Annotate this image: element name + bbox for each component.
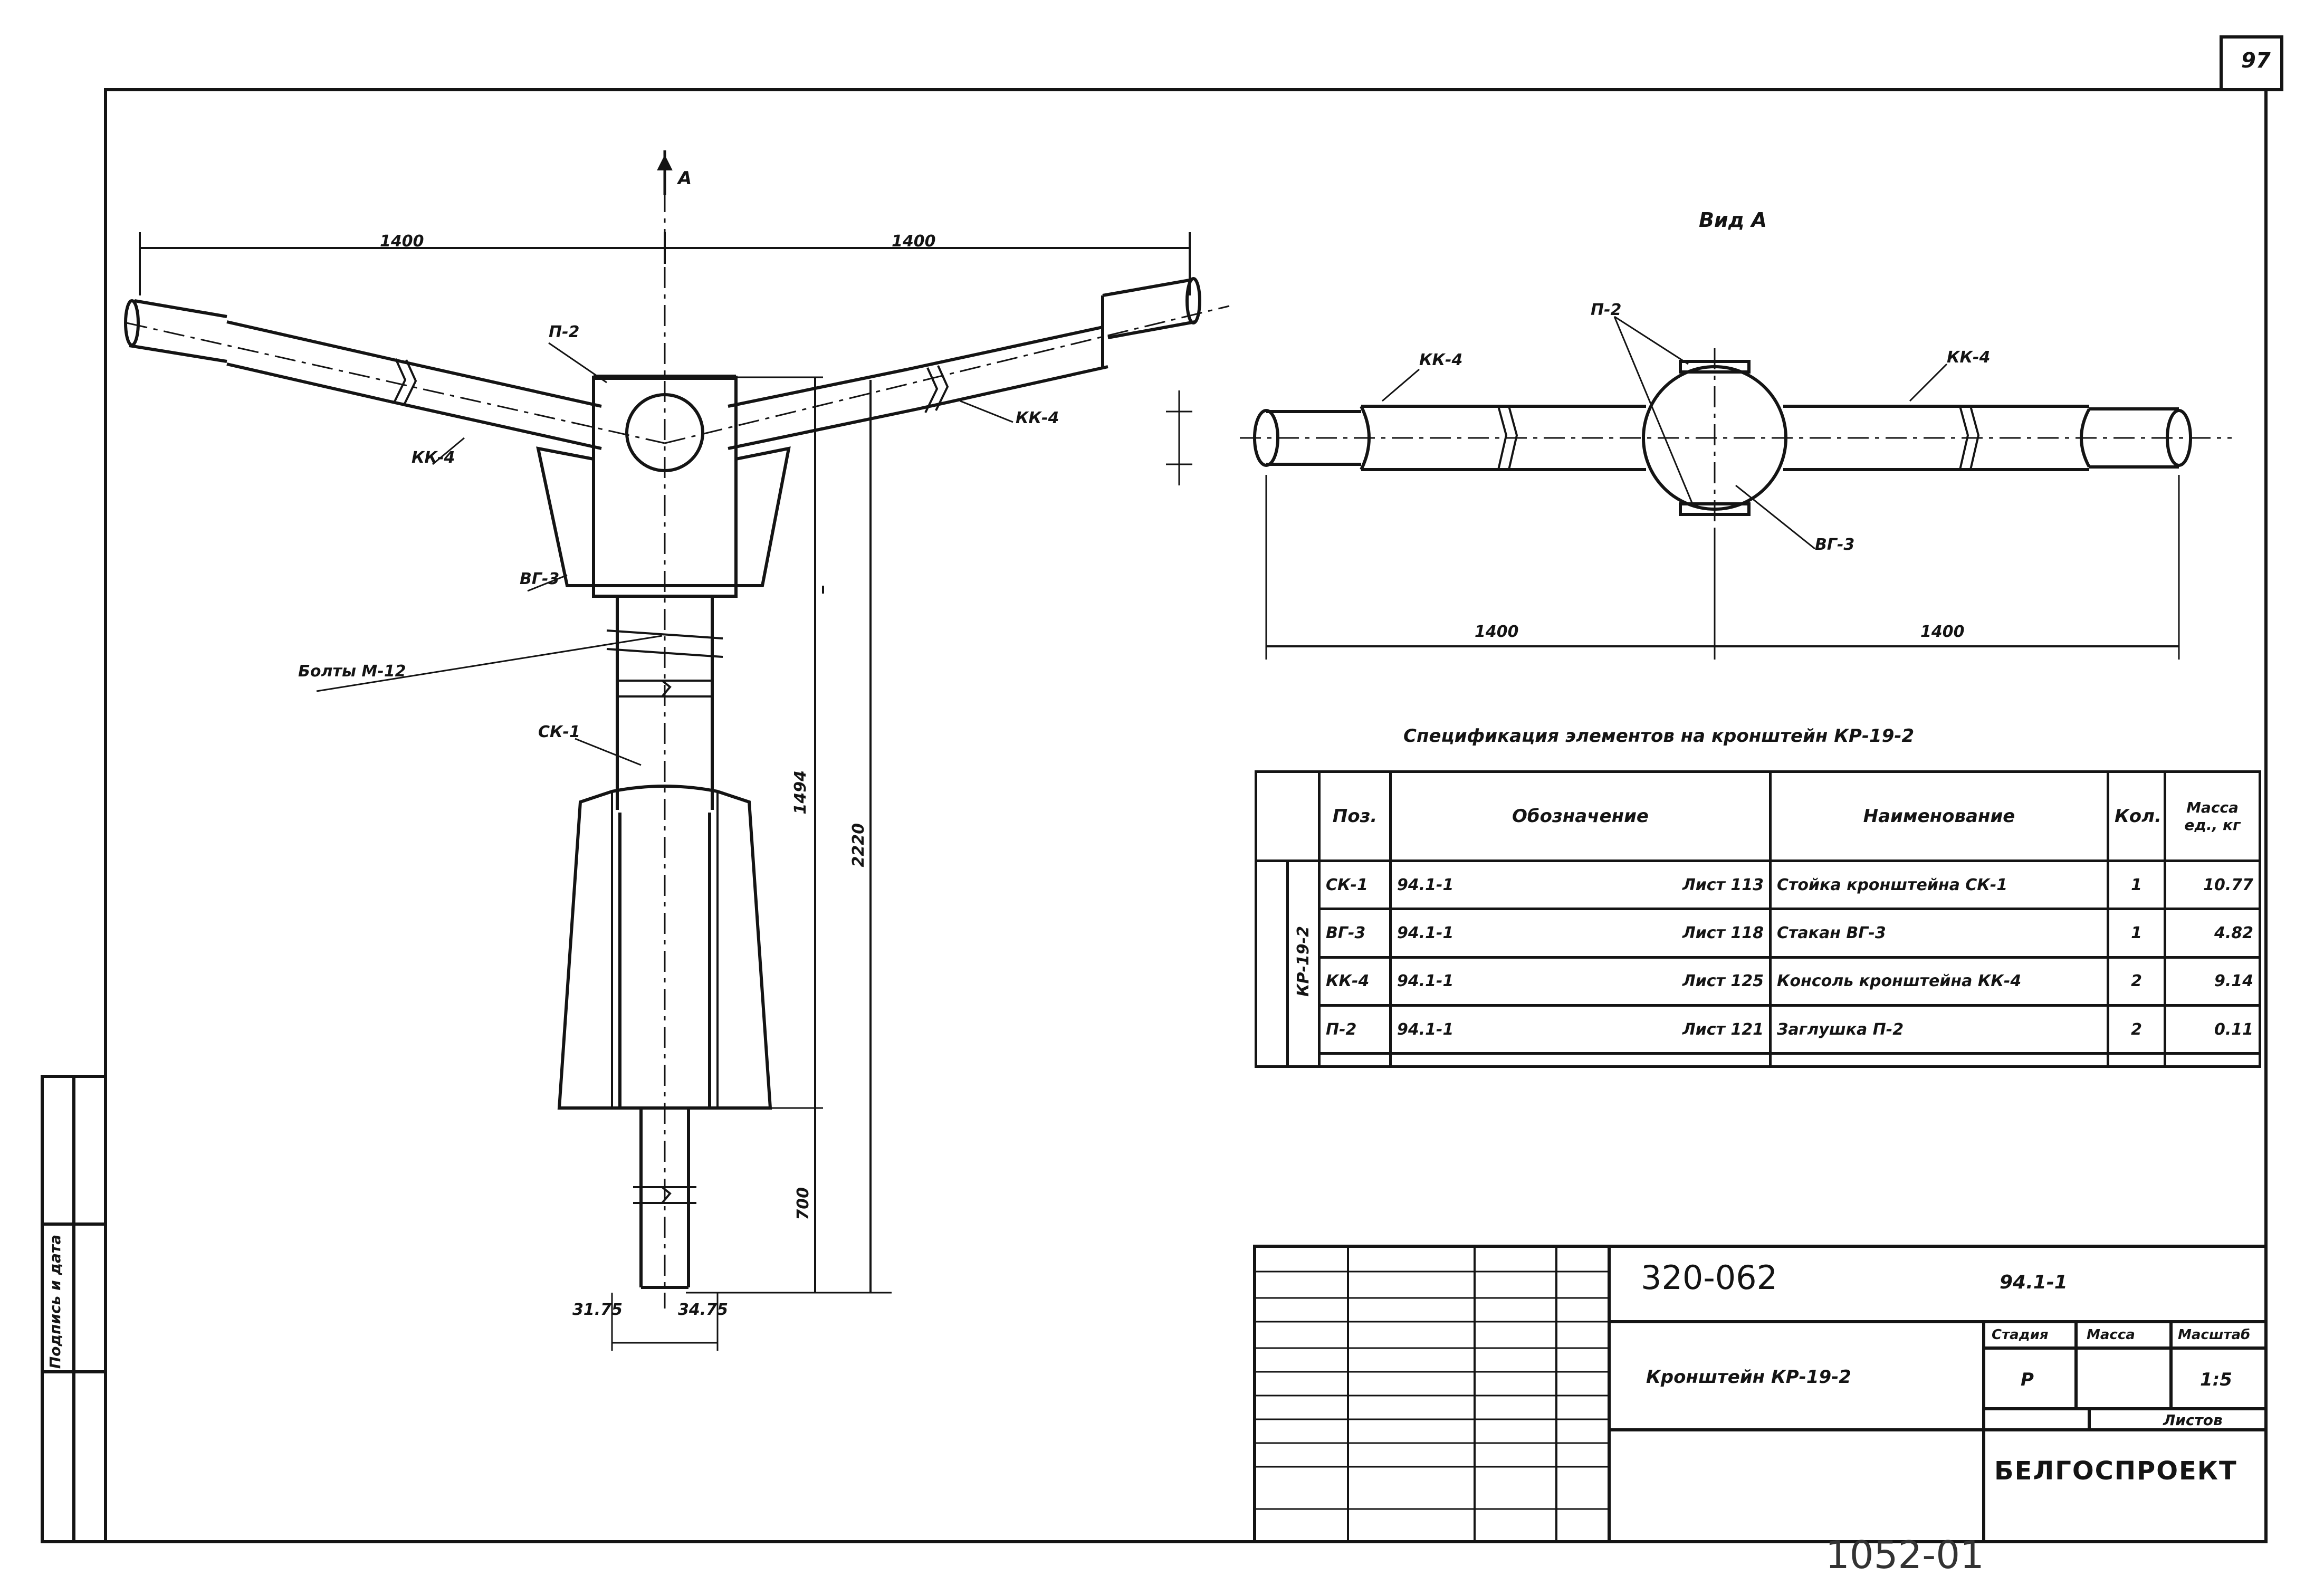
bracket-front-view [124, 150, 1230, 1351]
section-marker: А [678, 168, 692, 189]
dim-side-full: 2220 [849, 823, 868, 867]
spec-pos: ВГ-3 [1318, 908, 1392, 959]
view-a-label-kk4-left: КК-4 [1419, 351, 1463, 369]
spec-designation: 94.1-1 Лист 121 [1389, 1004, 1772, 1055]
spec-qty: 1 [2107, 908, 2166, 959]
tb-stage: Р [2021, 1369, 2034, 1390]
page-number: 97 [2241, 49, 2271, 73]
title-block-frame [1253, 1245, 2268, 1543]
spec-name [1769, 1052, 2109, 1068]
view-a-label-kk4-right: КК-4 [1947, 348, 1991, 367]
label-kk4-right: КК-4 [1016, 409, 1059, 427]
spec-mass: 4.82 [2164, 908, 2261, 959]
view-a-label-bg3: ВГ-3 [1815, 536, 1855, 554]
spec-doc: 94.1-1 [1397, 923, 1454, 942]
table-row: ВГ-3 94.1-1 Лист 118 Стакан ВГ-3 1 4.82 [1256, 908, 2261, 959]
view-a-title: Вид А [1699, 208, 1767, 232]
tb-item-name: Кронштейн КР-19-2 [1646, 1367, 1851, 1388]
spec-pos: П-2 [1318, 1004, 1392, 1055]
right-console-arm [728, 277, 1201, 450]
spec-sheet: Лист 118 [1682, 923, 1764, 942]
left-console-arm [124, 299, 602, 450]
spec-sheet: Лист 121 [1682, 1020, 1764, 1039]
cap-circle [625, 393, 704, 472]
view-a [1166, 316, 2232, 660]
spec-doc: 94.1-1 [1397, 875, 1454, 894]
spec-header-format [1255, 770, 1321, 862]
archive-number: 1052-01 [1825, 1533, 1984, 1577]
tb-series: 94.1-1 [2000, 1272, 2068, 1293]
spec-name: Стойка кронштейна СК-1 [1769, 859, 2109, 911]
spec-mass: 10.77 [2164, 859, 2261, 911]
spec-header-pos: Поз. [1318, 770, 1392, 862]
dim-side-top: 1494 [791, 770, 810, 815]
spec-qty: 2 [2107, 1004, 2166, 1055]
dim-bottom-right: 34.75 [678, 1301, 728, 1319]
table-row: КК-4 94.1-1 Лист 125 Консоль кронштейна К… [1256, 956, 2261, 1007]
spec-mass [2164, 1052, 2261, 1068]
table-row: КР-19-2 СК-1 94.1-1 Лист 113 Стойка кронш… [1255, 859, 2261, 1068]
spec-format-cell [1255, 859, 1289, 1068]
spec-header-name: Наименование [1769, 770, 2109, 862]
spec-designation: 94.1-1 Лист 113 [1389, 859, 1772, 911]
tb-code: 320-062 [1641, 1258, 1778, 1297]
dim-bottom-left: 31.75 [572, 1301, 623, 1319]
spec-mass: 9.14 [2164, 956, 2261, 1007]
spec-name: Консоль кронштейна КК-4 [1769, 956, 2109, 1007]
spec-pos: СК-1 [1318, 859, 1392, 911]
stamp-sign-date: Подпись и дата [46, 1235, 64, 1369]
spec-sheet: Лист 125 [1682, 972, 1764, 991]
spec-doc: 94.1-1 [1397, 1020, 1454, 1039]
label-sk1: СК-1 [538, 723, 580, 741]
spec-qty: 1 [2107, 859, 2166, 911]
spec-header-row: Поз. Обозначение Наименование Кол. Масса… [1255, 770, 2261, 862]
spec-name: Заглушка П-2 [1769, 1004, 2109, 1055]
socket-sleeve [557, 785, 772, 1110]
label-p2: П-2 [549, 323, 580, 341]
tb-mass-label: Масса [2087, 1327, 2135, 1343]
spec-mark-cell: КР-19-2 [1286, 859, 1321, 1068]
spec-header-designation: Обозначение [1389, 770, 1772, 862]
spec-pos [1318, 1052, 1392, 1068]
dim-view-a-left: 1400 [1475, 623, 1519, 641]
spec-designation: 94.1-1 Лист 118 [1389, 908, 1772, 959]
dim-view-a-right: 1400 [1920, 623, 1965, 641]
table-row [1256, 1052, 2261, 1068]
dim-top-left: 1400 [380, 232, 424, 251]
tb-org: БЕЛГОСПРОЕКТ [1994, 1456, 2237, 1486]
spec-title: Спецификация элементов на кронштейн КР-1… [1403, 725, 1915, 747]
spec-designation [1389, 1052, 1772, 1068]
table-row: П-2 94.1-1 Лист 121 Заглушка П-2 2 0.11 [1256, 1004, 2261, 1055]
page-number-box [2220, 35, 2283, 91]
label-bg3: ВГ-3 [520, 570, 560, 588]
spec-doc: 94.1-1 [1397, 972, 1454, 991]
spec-name: Стакан ВГ-3 [1769, 908, 2109, 959]
spec-sheet: Лист 113 [1682, 875, 1764, 894]
tb-sheets-label: Листов [2163, 1411, 2223, 1429]
view-a-label-p2: П-2 [1591, 301, 1622, 319]
spec-pos: КК-4 [1318, 956, 1392, 1007]
spec-table: Поз. Обозначение Наименование Кол. Масса… [1255, 770, 2261, 1068]
spec-header-mass: Масса ед., кг [2164, 770, 2261, 862]
spec-designation: 94.1-1 Лист 125 [1389, 956, 1772, 1007]
spec-qty: 2 [2107, 956, 2166, 1007]
dim-top-right: 1400 [892, 232, 936, 251]
spec-header-qty: Кол. [2107, 770, 2166, 862]
tb-scale-label: Масштаб [2178, 1327, 2251, 1343]
dim-side-lower: 700 [794, 1187, 812, 1220]
spec-mass: 0.11 [2164, 1004, 2261, 1055]
tb-scale: 1:5 [2200, 1369, 2232, 1390]
label-bolts: Болты М-12 [298, 662, 406, 681]
spec-mark-value: КР-19-2 [1294, 926, 1313, 997]
spec-qty [2107, 1052, 2166, 1068]
sheet-frame [104, 88, 2268, 1543]
label-kk4-left: КК-4 [412, 448, 455, 467]
tb-stage-label: Стадия [1992, 1327, 2049, 1343]
